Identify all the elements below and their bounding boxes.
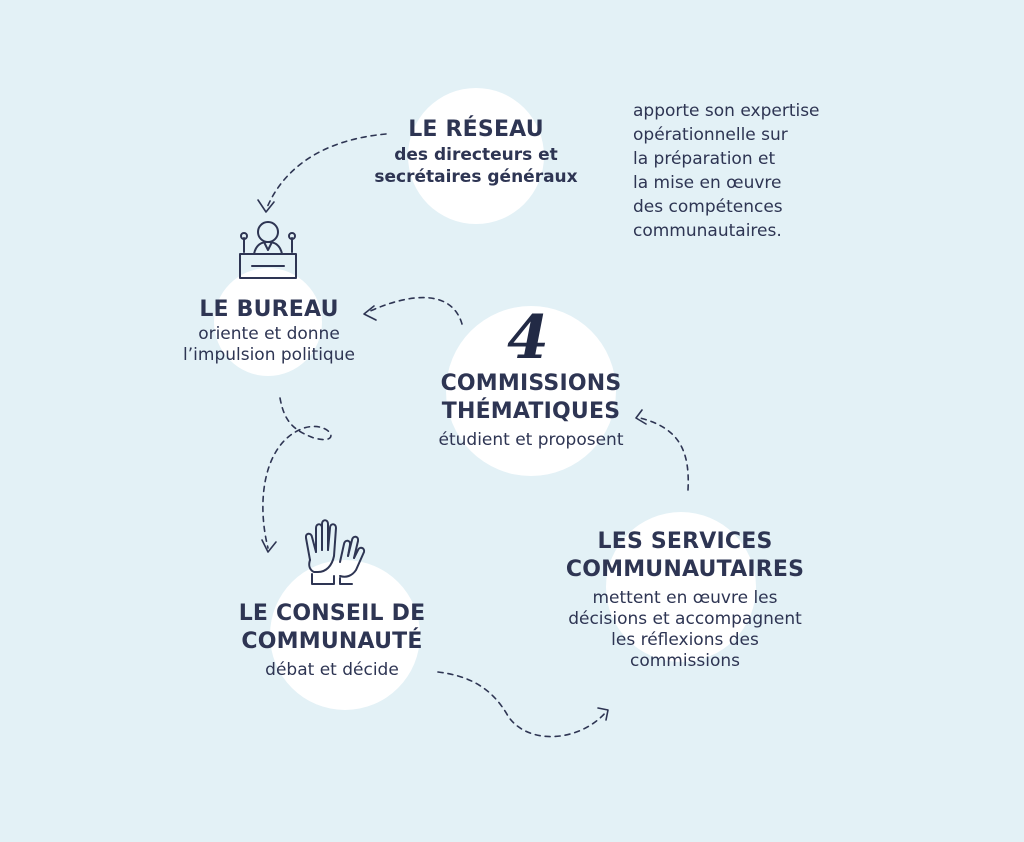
reseau-description-line: la mise en œuvre [633,173,782,193]
commissions-circle [446,306,616,476]
commissions-title-line2: THÉMATIQUES [441,399,621,424]
arrow-bureau-to-conseil [262,397,332,549]
bureau-subtitle-line2: l’impulsion politique [183,345,355,365]
services-title-line2: COMMUNAUTAIRES [565,557,805,582]
arrow-services-to-commissions [639,417,690,491]
reseau-description: apporte son expertise opérationnelle sur… [633,99,873,243]
arrowhead-commissions [635,409,647,425]
conseil-subtitle: débat et décide [265,660,399,680]
reseau-subtitle-line1: des directeurs et [394,145,558,165]
reseau-circle [408,88,544,224]
services-block: LES SERVICES COMMUNAUTAIRES mettent en œ… [540,528,830,672]
services-subtitle-line3: les réflexions des [611,630,759,650]
services-subtitle-line1: mettent en œuvre les [592,588,778,608]
services-subtitle-line4: commissions [629,651,741,671]
reseau-subtitle-line2: secrétaires généraux [374,167,578,187]
conseil-title-line2: COMMUNAUTÉ [241,629,423,654]
commissions-block: COMMISSIONS THÉMATIQUES étudient et prop… [406,370,656,451]
bureau-title: LE BUREAU [199,297,339,322]
bureau-circle [214,268,322,376]
arrow-conseil-to-services [437,671,607,738]
arrow-reseau-to-bureau [265,133,387,211]
reseau-description-line: la préparation et [633,149,776,169]
services-subtitle-line2: décisions et accompagnent [568,609,802,629]
reseau-description-line: opérationnelle sur [633,125,788,145]
reseau-description-line: des compétences [633,197,783,217]
commissions-subtitle: étudient et proposent [438,430,624,450]
conseil-title-line1: LE CONSEIL DE [238,601,426,626]
reseau-title: LE RÉSEAU [408,117,544,142]
arrow-commissions-to-bureau [367,296,463,325]
reseau-block: LE RÉSEAU des directeurs et secrétaires … [344,116,608,188]
arrowhead-conseil [261,539,277,553]
reseau-description-line: apporte son expertise [633,101,820,121]
bureau-block: LE BUREAU oriente et donne l’impulsion p… [154,296,384,366]
conseil-block: LE CONSEIL DE COMMUNAUTÉ débat et décide [214,600,450,681]
arrowhead-services [597,707,609,721]
services-title-line1: LES SERVICES [597,529,773,554]
arrowhead-bureau-top [257,199,275,213]
commissions-title-line1: COMMISSIONS [440,371,622,396]
commissions-number: 4 [507,303,549,373]
arrowhead-bureau-right [363,305,377,321]
bureau-subtitle-line1: oriente et donne [198,324,340,344]
services-circle [606,512,756,662]
reseau-description-line: communautaires. [633,221,782,241]
